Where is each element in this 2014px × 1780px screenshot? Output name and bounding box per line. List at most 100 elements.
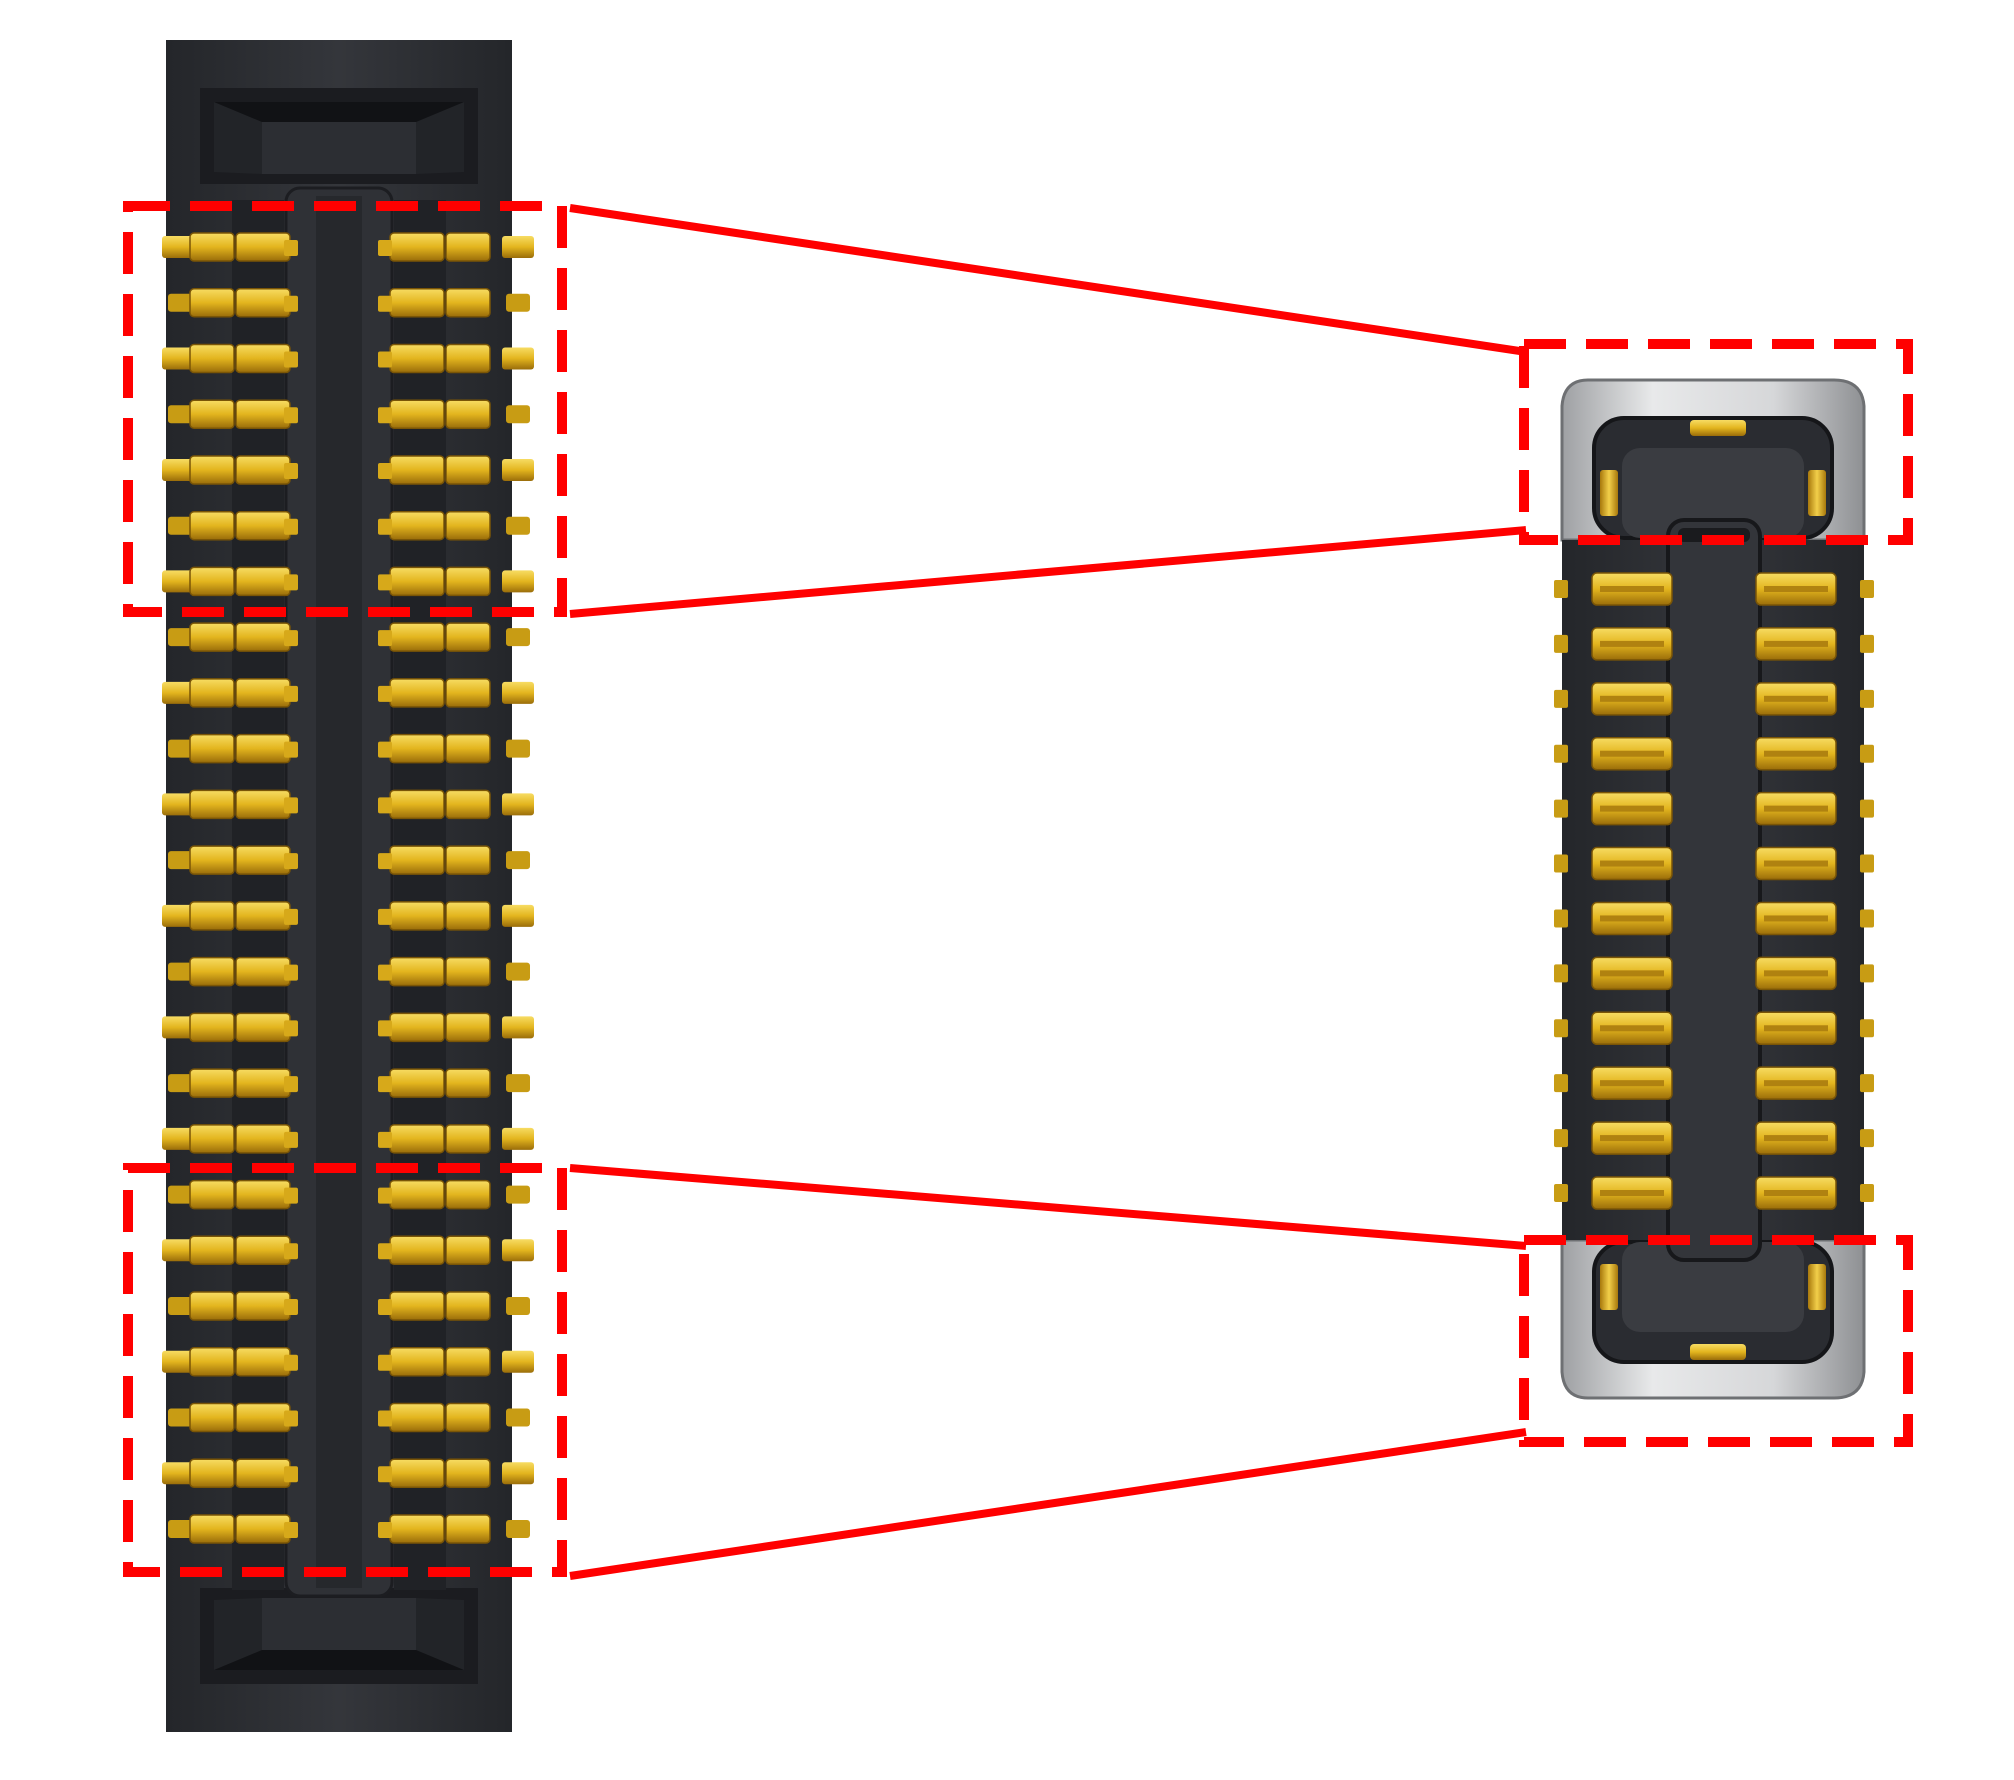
left-pin-row [162, 678, 534, 708]
right-pin-contact-shadow [1764, 1135, 1828, 1142]
right-pin-row [1554, 1121, 1874, 1155]
left-pin-contact [235, 1514, 291, 1544]
left-pin-inner-tip [284, 1076, 298, 1093]
left-pin-contact [189, 678, 235, 708]
right-pin-contact-shadow [1600, 640, 1664, 647]
left-pin-tail-outer-left [168, 516, 192, 535]
left-pin-contact [235, 510, 291, 541]
left-pin-inner-tip [378, 351, 392, 368]
callout-lines [569, 204, 1527, 1580]
left-pin-contact [389, 1235, 445, 1266]
left-pin-contact [235, 1012, 291, 1043]
left-pin-inner-tip [284, 1131, 298, 1148]
left-pin-contact [389, 956, 445, 987]
left-pin-contact [235, 678, 291, 708]
left-pin-row [168, 845, 530, 875]
left-pin-tail-outer-left [168, 1297, 192, 1316]
left-pin-tail-outer-right [502, 1127, 534, 1150]
left-pin-contact [389, 399, 445, 429]
left-bottom-highlight-box [123, 1163, 567, 1577]
left-pin-row [168, 1402, 530, 1433]
left-pin-contact [189, 622, 235, 652]
left-pin-tail-outer-right [506, 1408, 530, 1427]
left-pin-contact [235, 901, 291, 931]
left-pin-inner-tip [378, 240, 392, 256]
right-pin-contact-shadow [1764, 750, 1828, 757]
right-pin-contact-shadow [1764, 640, 1828, 647]
left-pin-tail-outer-left [162, 1239, 194, 1262]
left-pin-inner-tip [284, 797, 298, 814]
left-pin-inner-tip [284, 518, 298, 535]
left-pin-contact [389, 1124, 445, 1154]
left-pin-inner-tip [378, 853, 392, 870]
left-pin-inner-tip [378, 1076, 392, 1093]
left-pin-tail-outer-left [168, 293, 192, 312]
right-pin-tail-right [1860, 1129, 1874, 1148]
left-pin-tail-outer-right [506, 1185, 530, 1204]
left-pin-row [162, 1012, 534, 1043]
right-pin-tail-right [1860, 964, 1874, 983]
left-pin-inner-tip [284, 853, 298, 870]
left-pin-row [168, 1179, 530, 1210]
right-pin-contact-shadow [1764, 805, 1828, 812]
right-pin-tail-right [1860, 1074, 1874, 1093]
left-pin-contact [445, 1012, 491, 1043]
right-pin-tail-right [1860, 1184, 1874, 1202]
left-pin-tail-outer-left [162, 1127, 194, 1150]
left-pin-contact [189, 1124, 235, 1154]
right-pin-contact-shadow [1764, 695, 1828, 702]
left-pin-contact [389, 455, 445, 485]
left-pin-contact [389, 1402, 445, 1433]
left-pin-contact [189, 510, 235, 541]
left-pin-contact [389, 510, 445, 541]
left-pin-tail-outer-left [162, 1350, 194, 1373]
left-pin-tail-outer-left [168, 1408, 192, 1427]
left-pin-inner-tip [378, 1466, 392, 1483]
left-pin-contact [445, 232, 491, 262]
left-pin-tail-outer-left [162, 1462, 194, 1485]
left-pin-contact [189, 1347, 235, 1377]
left-pin-contact [445, 1402, 491, 1433]
right-pin-tail-left [1554, 1129, 1568, 1148]
right-pin-contact-shadow [1600, 695, 1664, 702]
left-pin-contact [235, 1235, 291, 1266]
left-pin-contact [445, 1458, 491, 1489]
left-pin-inner-tip [378, 1522, 392, 1538]
callout-line-bottom-lower [569, 1428, 1527, 1580]
left-pin-inner-tip [378, 797, 392, 814]
right-pin-contact-shadow [1600, 805, 1664, 812]
left-pin-tail-outer-right [506, 739, 530, 758]
left-pin-row [162, 566, 534, 597]
left-pin-contact [389, 1012, 445, 1043]
right-pin-contact-shadow [1600, 586, 1664, 592]
left-pin-contact [189, 789, 235, 820]
callout-line-top-lower [569, 526, 1527, 618]
right-pin-row [1554, 572, 1874, 606]
right-pin-row [1554, 901, 1874, 936]
left-pin-contact [235, 399, 291, 429]
left-pin-row [168, 1514, 530, 1544]
callout-line-top-upper [569, 204, 1527, 356]
left-pin-contact [235, 845, 291, 875]
left-pin-contact [235, 566, 291, 597]
right-pin-contact-shadow [1764, 1190, 1828, 1196]
left-pin-tail-outer-left [168, 1074, 192, 1093]
left-pin-tail-outer-left [162, 570, 194, 593]
left-pin-tail-outer-left [162, 904, 194, 927]
left-pin-inner-tip [378, 964, 392, 981]
left-pin-contact [189, 901, 235, 931]
left-pin-contact [389, 733, 445, 764]
left-pin-contact [189, 956, 235, 987]
left-pin-row [168, 399, 530, 429]
left-pin-tail-outer-left [162, 236, 194, 258]
left-pin-inner-tip [284, 1466, 298, 1483]
left-pin-contact [389, 1291, 445, 1321]
left-pin-inner-tip [378, 1020, 392, 1037]
left-pin-tail-outer-right [502, 1350, 534, 1373]
right-pin-contact-shadow [1764, 970, 1828, 977]
left-pin-inner-tip [284, 1522, 298, 1538]
right-pin-tail-left [1554, 689, 1568, 708]
right-connector-pins [1554, 572, 1874, 1210]
left-pin-tail-outer-left [168, 405, 192, 424]
left-pin-row [168, 510, 530, 541]
